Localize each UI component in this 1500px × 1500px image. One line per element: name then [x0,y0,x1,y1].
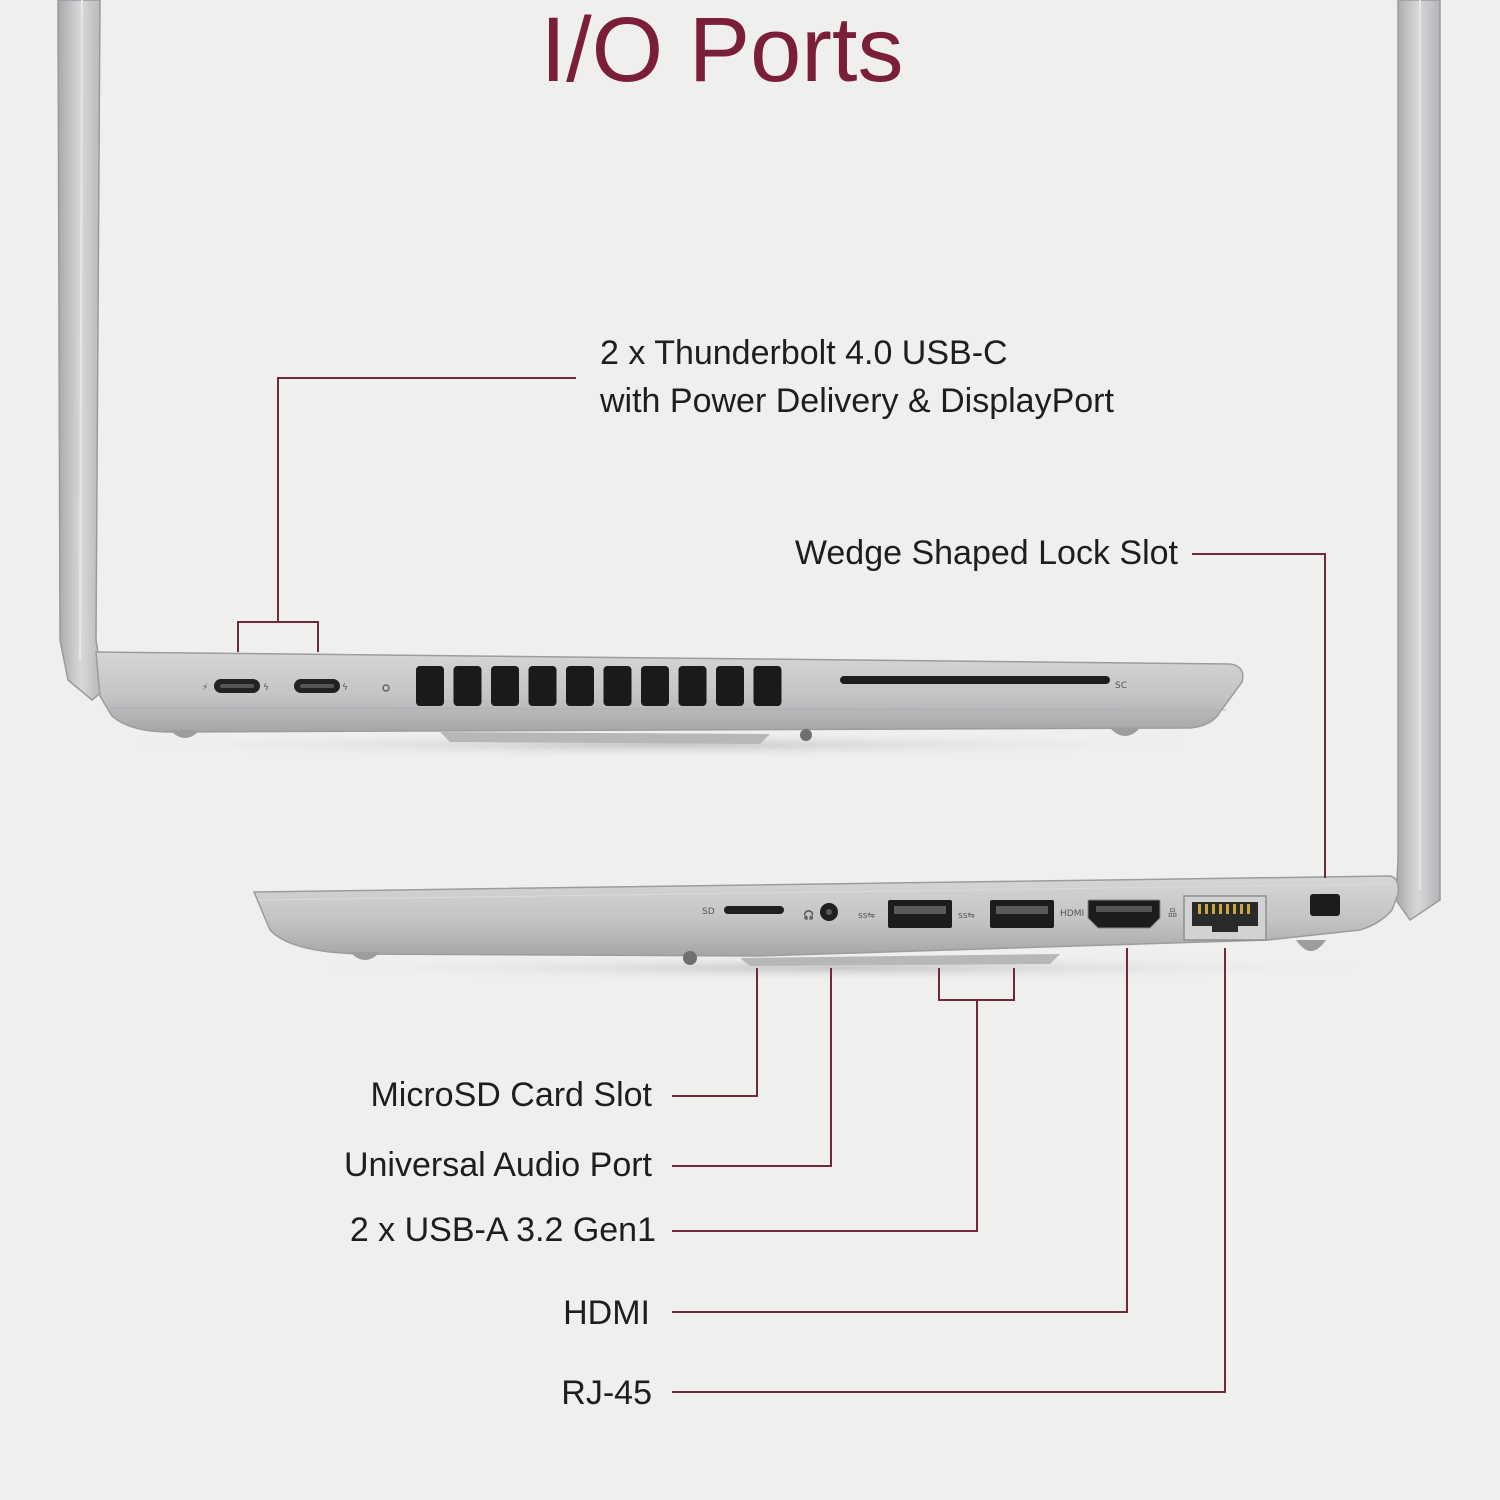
rj45-pin [1198,904,1201,914]
vent-slot [416,666,444,706]
lock-slot-label: Wedge Shaped Lock Slot [794,534,1178,572]
thunderbolt-label-line1: 2 x Thunderbolt 4.0 USB-C [600,334,1008,372]
hdmi-label: HDMI [563,1294,650,1332]
microsd-slot: SD [702,906,784,917]
svg-text:🎧: 🎧 [803,909,814,921]
vent-slot [641,666,669,706]
rj45-pin [1233,904,1236,914]
rj45-pin [1219,904,1222,914]
right-laptop-lid [1395,0,1441,922]
rj45-pin [1205,904,1208,914]
power-led [382,684,390,692]
vent-slot [453,666,482,706]
rj45-port: 品 [1168,895,1267,941]
vent-slot [678,666,707,706]
rj45-pin [1212,904,1215,914]
vent-slot [528,666,557,706]
vent-slot [603,666,632,706]
rj45-label: RJ-45 [561,1374,652,1412]
usb-a-port-1: ss⇋ [858,900,952,928]
rj45-pin [1247,904,1250,914]
usb-a-label: 2 x USB-A 3.2 Gen1 [349,1211,656,1249]
page-title: I/O Ports [540,0,904,101]
vent-grille [416,666,782,706]
svg-text:ϟ: ϟ [263,683,269,693]
vent-slot [753,666,782,706]
svg-text:品: 品 [1168,908,1177,919]
leader-lines [237,377,1326,1393]
left-laptop-lid [57,0,105,701]
thunderbolt-label-line2: with Power Delivery & DisplayPort [600,382,1114,420]
hdmi-marking: HDMI [1060,909,1084,919]
smartcard-slot: SC [840,676,1127,691]
svg-text:ss⇋: ss⇋ [858,911,875,921]
hdmi-port: HDMI [1060,899,1161,929]
top-laptop-body [90,651,1244,759]
vent-slot [716,666,744,706]
rj45-pin [1240,904,1243,914]
wedge-lock-slot [1310,894,1340,916]
svg-text:ss⇋: ss⇋ [958,911,975,921]
microsd-label: MicroSD Card Slot [370,1076,652,1114]
vent-slot [566,666,594,706]
thunderbolt-port-2: ϟ [294,679,348,693]
smartcard-marking: SC [1115,681,1127,691]
audio-label: Universal Audio Port [343,1146,652,1184]
svg-text:⚡: ⚡ [202,683,208,693]
vent-slot [491,666,519,706]
usb-a-port-2: ss⇋ [958,900,1054,928]
thunderbolt-port-1: ⚡ ϟ [202,679,269,693]
rj45-pin [1226,904,1229,914]
svg-text:ϟ: ϟ [342,683,348,693]
audio-jack: 🎧 [803,903,838,921]
sd-marking: SD [702,907,715,917]
